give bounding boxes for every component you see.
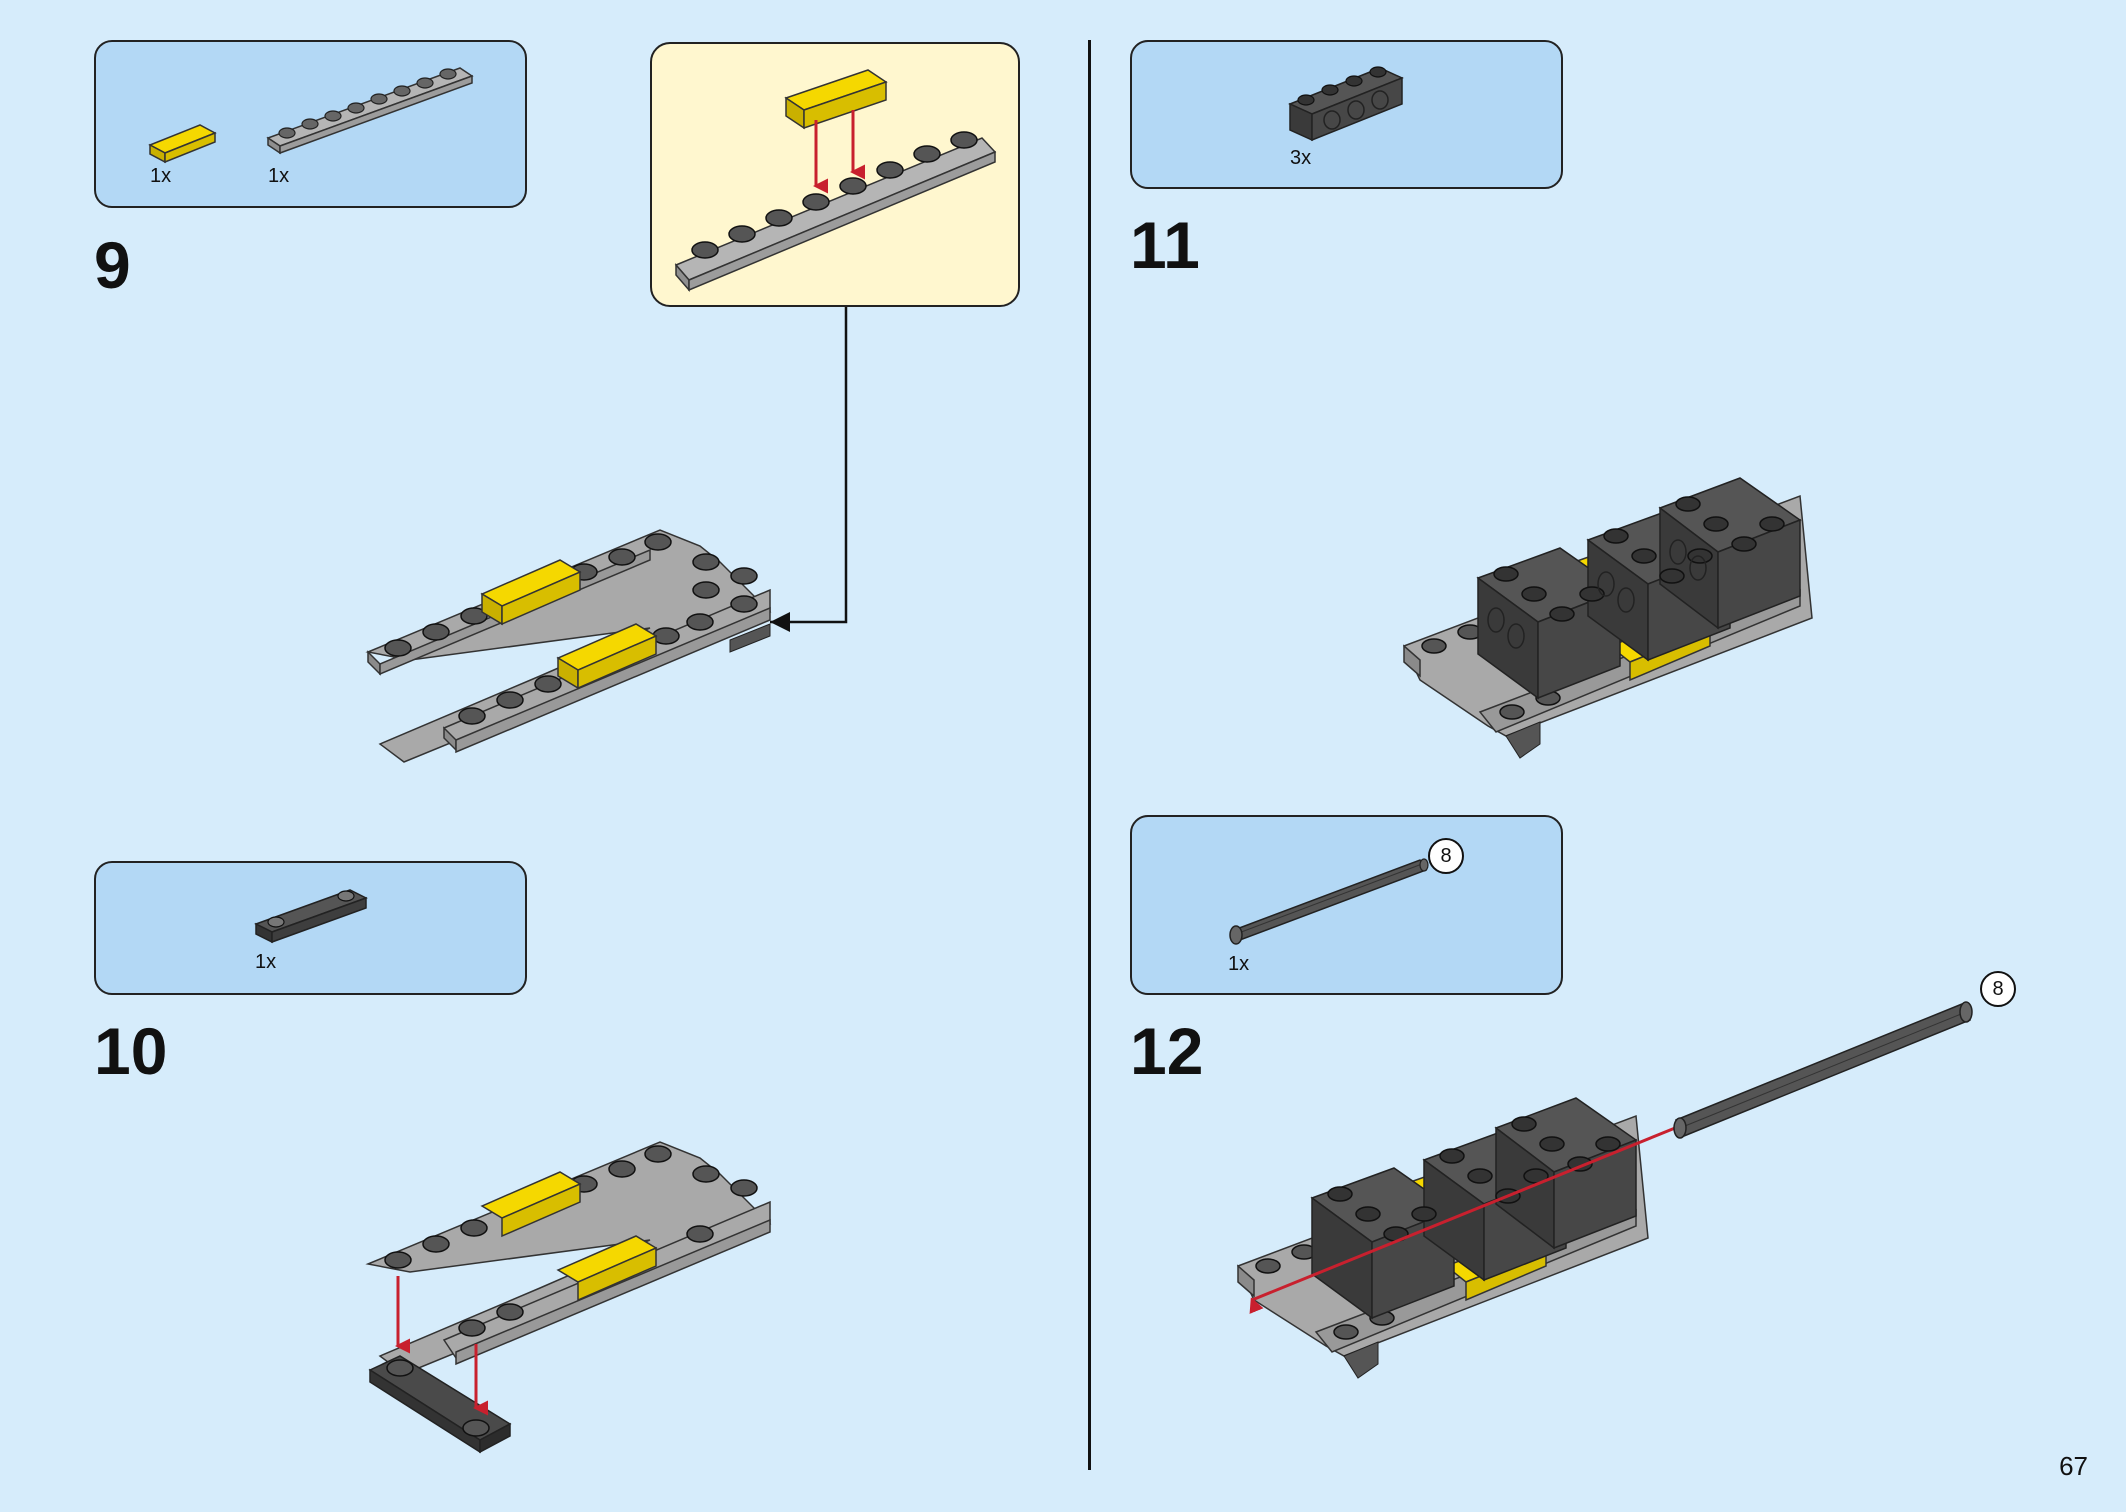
yellow-tile-1x2-icon xyxy=(148,124,217,164)
step-9-part-2-qty: 1x xyxy=(268,165,290,187)
step-12-number: 12 xyxy=(1130,1014,1204,1088)
step-11-number: 11 xyxy=(1130,208,1200,282)
step-12-part-1-qty: 1x xyxy=(1228,953,1250,975)
gray-plate-1x8-icon xyxy=(266,67,474,155)
step-9-part-1-qty: 1x xyxy=(150,165,172,187)
column-divider xyxy=(1088,40,1091,1470)
callout-connector-arrow xyxy=(770,307,848,632)
step-9-assembly xyxy=(365,529,772,763)
step-10-assembly xyxy=(365,1141,772,1454)
step-10-number: 10 xyxy=(94,1014,168,1088)
dark-gray-plate-1x4-icon xyxy=(254,889,368,944)
step-9-callout-illustration xyxy=(674,69,997,293)
page-number: 67 xyxy=(2059,1451,2088,1481)
step-12-part-length-badge: 8 xyxy=(1428,838,1464,874)
step-12-axle-length-badge: 8 xyxy=(1980,971,2016,1007)
step-12-assembly xyxy=(1236,1001,1973,1379)
step-11-part-1-qty: 3x xyxy=(1290,147,1312,169)
technic-axle-icon xyxy=(1229,858,1429,945)
step-11-assembly xyxy=(1402,477,1813,759)
step-12-parts-box xyxy=(1130,815,1563,995)
step-9-number: 9 xyxy=(94,228,131,302)
technic-brick-1x4-icon xyxy=(1288,66,1404,142)
step-10-part-1-qty: 1x xyxy=(255,951,277,973)
